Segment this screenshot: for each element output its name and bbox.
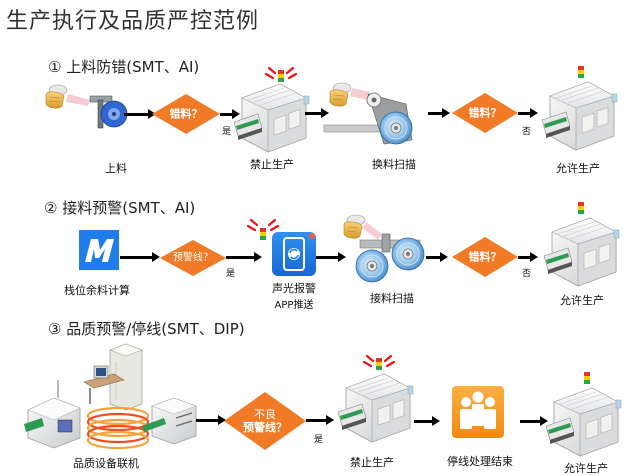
node-label-stop-line-handling-done: 停线处理结束 — [447, 455, 513, 468]
reel-splice-scan-icon — [343, 214, 425, 283]
placement-machine-ok-icon — [541, 66, 618, 151]
arrow — [196, 415, 226, 425]
phone-alarm-app-icon — [272, 232, 316, 276]
branch-yes-label: 是 — [222, 127, 232, 137]
node-label-loading: 上料 — [105, 162, 127, 175]
placement-machine-ok-icon — [545, 372, 622, 457]
arrow — [518, 108, 538, 118]
node-label-allow-production: 允许生产 — [556, 162, 600, 175]
node-label-quality-equipment-network: 品质设备联机 — [73, 457, 139, 470]
decision-warning-line: 预警线？ — [160, 240, 226, 276]
node-label-slot-remaining-calc: 栈位余料计算 — [64, 284, 130, 297]
decision-text-line2: 预警线？ — [243, 421, 287, 434]
m-app-icon — [79, 230, 119, 270]
arrow — [220, 109, 240, 119]
branch-no-label: 否 — [522, 127, 532, 137]
arrow — [518, 252, 538, 262]
arrow — [426, 252, 448, 262]
node-label-allow-production: 允许生产 — [560, 294, 604, 307]
arrow — [520, 416, 548, 426]
branch-no-label: 否 — [522, 269, 532, 279]
node-label-allow-production: 允许生产 — [564, 462, 608, 475]
arrow — [428, 108, 450, 118]
node-label-splice-scan: 接料扫描 — [370, 292, 414, 305]
arrow — [306, 415, 334, 425]
page-title: 生产执行及品质严控范例 — [6, 9, 260, 34]
arrow — [124, 109, 156, 119]
reel-change-scan-icon — [323, 82, 413, 145]
barcode-scanner-feeder-icon — [45, 84, 128, 129]
node-sublabel-app-push: APP推送 — [274, 300, 314, 311]
arrow — [120, 252, 160, 262]
decision-text-line1: 不良 — [254, 408, 276, 421]
section-3-title: ③ 品质预警/停线(SMT、DIP) — [48, 320, 245, 338]
node-label-stop-production: 禁止生产 — [350, 456, 394, 469]
decision-wrong-material-3: 错料？ — [452, 237, 518, 277]
decision-wrong-material-2: 错料？ — [452, 93, 518, 133]
node-label-stop-production: 禁止生产 — [250, 158, 294, 171]
arrow — [316, 252, 346, 262]
arrow — [226, 252, 262, 262]
decision-wrong-material-1: 错料？ — [152, 94, 220, 134]
placement-machine-alarm-icon — [337, 354, 414, 443]
section-2-title: ② 接料预警(SMT、AI) — [44, 199, 196, 217]
decision-defect-warning-line: 不良 预警线？ — [224, 392, 306, 450]
arrow — [305, 108, 329, 118]
quality-equipment-network-icon — [24, 343, 197, 450]
placement-machine-ok-icon — [543, 202, 620, 287]
placement-machine-alarm-icon — [233, 66, 310, 153]
team-people-icon — [452, 386, 504, 438]
section-1-title: ① 上料防错(SMT、AI) — [48, 58, 200, 76]
branch-yes-label: 是 — [226, 269, 236, 279]
node-label-sound-light-alarm: 声光报警 — [272, 282, 316, 295]
arrow — [414, 416, 440, 426]
node-label-reel-change-scan: 换料扫描 — [372, 158, 416, 171]
branch-yes-label: 是 — [314, 435, 324, 445]
